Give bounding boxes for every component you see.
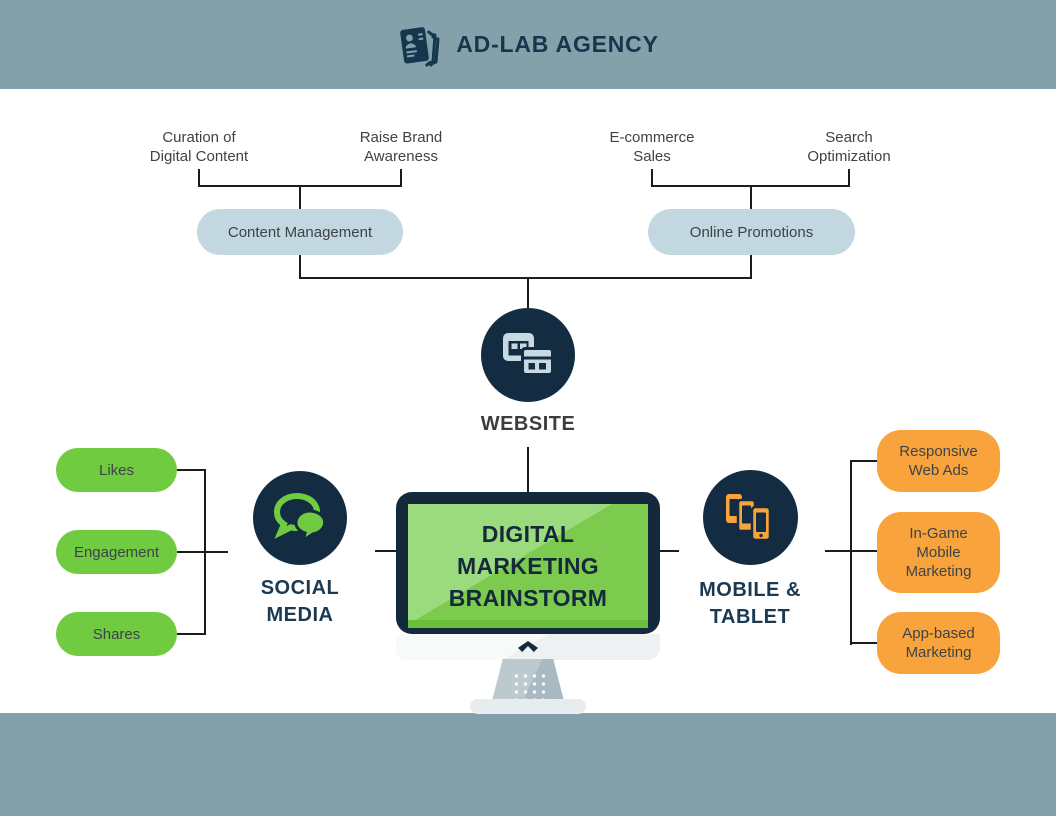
social-media-node	[253, 471, 347, 565]
connector-line	[850, 460, 878, 462]
connector-line	[198, 185, 402, 187]
connector-line	[204, 551, 228, 553]
website-label: WEBSITE	[480, 413, 576, 435]
mobile-tablet-label: MOBILE & TABLET	[699, 579, 801, 628]
connector-line	[177, 551, 206, 553]
connector-line	[750, 255, 752, 279]
online-promotions-pill: Online Promotions	[648, 209, 855, 255]
chevron-up-icon	[518, 641, 538, 652]
content-management-pill: Content Management	[197, 209, 403, 255]
brochure-person-icon	[400, 26, 440, 67]
monitor-bezel	[396, 634, 660, 660]
connector-line	[400, 169, 402, 187]
monitor-stand	[492, 659, 564, 701]
brainstorm-title: DIGITAL MARKETING BRAINSTORM	[448, 521, 608, 611]
leaf-label-curation: Curation of Digital Content	[149, 129, 249, 165]
connector-line	[527, 447, 529, 493]
app-based-marketing-pill: App-based Marketing	[877, 612, 1000, 674]
connector-line	[850, 642, 878, 644]
browser-windows-icon	[503, 333, 554, 376]
connector-line	[848, 169, 850, 187]
likes-pill: Likes	[56, 448, 177, 492]
monitor-base	[470, 699, 586, 714]
connector-line	[299, 277, 752, 279]
connector-line	[177, 633, 206, 635]
connector-line	[299, 255, 301, 279]
leaf-label-ecommerce: E-commerce Sales	[609, 129, 695, 165]
shares-pill: Shares	[56, 612, 177, 656]
social-media-label: SOCIAL MEDIA	[260, 577, 340, 626]
screen-bottom-strip	[408, 620, 648, 628]
connector-line	[750, 187, 752, 210]
footer-band	[0, 713, 1056, 816]
connector-line	[651, 169, 653, 187]
agency-title: AD-LAB AGENCY	[456, 31, 659, 57]
engagement-pill: Engagement	[56, 530, 177, 574]
mobile-tablet-node	[703, 470, 798, 565]
connector-line	[659, 550, 679, 552]
leaf-label-search-optimization: Search Optimization	[807, 129, 891, 165]
stand-dots-pattern	[512, 672, 546, 699]
connector-line	[299, 187, 301, 210]
monitor: DIGITAL MARKETING BRAINSTORM	[396, 492, 660, 634]
monitor-screen: DIGITAL MARKETING BRAINSTORM	[408, 504, 648, 628]
smartphones-icon	[725, 493, 771, 541]
connector-line	[527, 279, 529, 308]
connector-line	[651, 185, 850, 187]
connector-line	[850, 460, 852, 645]
leaf-label-brand-awareness: Raise Brand Awareness	[359, 129, 443, 165]
header-band: AD-LAB AGENCY	[0, 0, 1056, 89]
connector-line	[177, 469, 206, 471]
website-node	[481, 308, 575, 402]
responsive-web-ads-pill: Responsive Web Ads	[877, 430, 1000, 492]
in-game-mobile-marketing-pill: In-Game Mobile Marketing	[877, 512, 1000, 593]
connector-line	[375, 550, 398, 552]
connector-line	[198, 169, 200, 187]
chat-bubbles-icon	[273, 492, 327, 545]
